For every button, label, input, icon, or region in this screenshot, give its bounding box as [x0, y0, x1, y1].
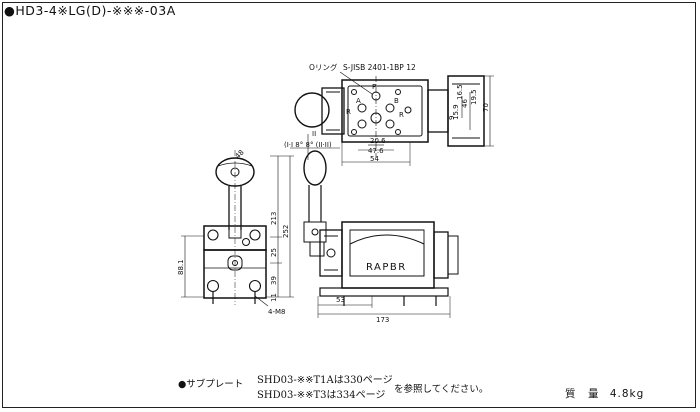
- dim-88-1: 88.1: [177, 259, 185, 275]
- side-view: [303, 150, 459, 318]
- dim-213: 213: [270, 212, 278, 225]
- dim-53: 53: [336, 296, 345, 304]
- dim-46: 46: [461, 99, 469, 108]
- footnote-lead: ●サブプレート: [178, 379, 244, 390]
- dim-20-6: 20.6: [370, 137, 386, 145]
- dim-25: 25: [270, 248, 278, 257]
- dim-252: 252: [282, 225, 290, 238]
- dim-54: 54: [370, 155, 379, 163]
- mass-value: 4.8kg: [609, 388, 645, 400]
- dim-173: 173: [376, 316, 389, 324]
- mass-label: 質 量: [565, 388, 600, 400]
- port-r1-label: R: [346, 108, 351, 116]
- bolt-label: 4-M8: [268, 308, 285, 316]
- dim-39: 39: [270, 276, 278, 285]
- footnote-pages: SHD03-※※T1Aは330ページ SHD03-※※T3は334ページ: [257, 373, 393, 403]
- footnote-tail: を参照してください。: [394, 384, 489, 395]
- position-lower: (I·I 8° 8° (II·II): [284, 141, 332, 149]
- footnote-line-1: SHD03-※※T1Aは330ページ: [257, 375, 393, 386]
- dim-16-5: 16.5: [456, 84, 464, 100]
- top-view: [290, 71, 494, 166]
- oring-label: Oリング: [309, 62, 338, 72]
- port-a-label: A: [356, 97, 361, 105]
- position-upper: II: [312, 130, 316, 138]
- dim-19-5: 19.5: [470, 89, 478, 105]
- dim-15-9: 15.9: [452, 104, 460, 120]
- dim-9: 9: [448, 116, 456, 120]
- dim-11: 11: [270, 293, 278, 302]
- port-p-label: P: [372, 83, 376, 91]
- drawing-frame: [2, 2, 696, 408]
- port-b-label: B: [394, 97, 399, 105]
- dim-70: 70: [482, 103, 490, 112]
- valve-plate-text: RAPBR: [366, 262, 407, 273]
- footnote-line-2: SHD03-※※T3は334ページ: [257, 390, 386, 401]
- port-r2-label: R: [399, 111, 404, 119]
- front-view: [181, 150, 294, 307]
- drawing-title: ●HD3-4※LG(D)-※※※-03A: [4, 3, 176, 18]
- dim-47-6: 47.6: [368, 147, 384, 155]
- mass-spec: 質 量 4.8kg: [565, 386, 644, 401]
- dim-48: 48: [234, 148, 246, 160]
- jis-label: S-JISB 2401-1BP 12: [343, 63, 416, 72]
